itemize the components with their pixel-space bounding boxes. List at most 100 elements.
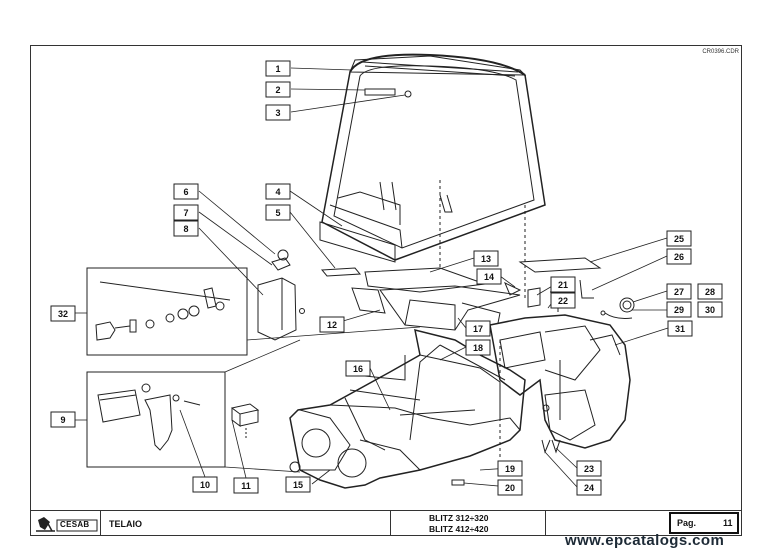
callout-8: 8 (173, 220, 199, 237)
detail-box-32 (86, 267, 248, 356)
callout-box (697, 301, 723, 318)
callout-11: 11 (233, 477, 259, 494)
callout-box (50, 305, 76, 322)
callout-number: 19 (505, 464, 515, 474)
callout-number: 10 (200, 480, 210, 490)
callout-box (666, 283, 692, 300)
callout-19: 19 (497, 460, 523, 477)
callout-number: 29 (674, 305, 684, 315)
callout-18: 18 (465, 339, 491, 356)
frame-line-art (230, 53, 635, 489)
page-number-box: Pag. 11 (669, 512, 739, 534)
callout-box (50, 411, 76, 428)
detail-box-9 (86, 371, 226, 468)
callout-23: 23 (576, 460, 602, 477)
callout-box (473, 250, 499, 267)
callout-29: 29 (666, 301, 692, 318)
callout-12: 12 (319, 316, 345, 333)
callout-box (667, 320, 693, 337)
callout-number: 23 (584, 464, 594, 474)
callout-31: 31 (667, 320, 693, 337)
callout-5: 5 (265, 204, 291, 221)
brand-name: CESAB (60, 520, 90, 529)
callout-box (465, 339, 491, 356)
callout-box (173, 183, 199, 200)
callout-box (265, 104, 291, 121)
callout-number: 21 (558, 280, 568, 290)
callout-25: 25 (666, 230, 692, 247)
callout-30: 30 (697, 301, 723, 318)
callout-number: 4 (275, 187, 280, 197)
callout-32: 32 (50, 305, 76, 322)
callout-number: 9 (60, 415, 65, 425)
callout-number: 2 (275, 85, 280, 95)
callout-6: 6 (173, 183, 199, 200)
drawing-frame (30, 45, 742, 511)
callout-17: 17 (465, 320, 491, 337)
callout-number: 3 (275, 108, 280, 118)
callout-number: 22 (558, 296, 568, 306)
callout-number: 11 (241, 481, 251, 491)
callout-number: 20 (505, 483, 515, 493)
callout-number: 17 (473, 324, 483, 334)
title-block: CESAB TELAIO BLITZ 312÷320 BLITZ 412÷420 (30, 511, 742, 536)
callout-box (265, 183, 291, 200)
model-line-1: BLITZ 312÷320 (429, 513, 489, 523)
callout-number: 24 (584, 483, 594, 493)
callout-number: 28 (705, 287, 715, 297)
callout-26: 26 (666, 248, 692, 265)
callout-number: 30 (705, 305, 715, 315)
callout-box (666, 301, 692, 318)
callout-16: 16 (345, 360, 371, 377)
cesab-logo (36, 517, 98, 532)
callout-1: 1 (265, 60, 291, 77)
callout-box (233, 477, 259, 494)
callout-22: 22 (550, 292, 576, 309)
callout-number: 15 (293, 480, 303, 490)
callout-number: 6 (183, 187, 188, 197)
callout-number: 8 (183, 224, 188, 234)
callout-number: 14 (484, 272, 494, 282)
callout-box (465, 320, 491, 337)
callout-28: 28 (697, 283, 723, 300)
callout-2: 2 (265, 81, 291, 98)
watermark-text: www.epcatalogs.com (565, 532, 725, 549)
callout-10: 10 (192, 476, 218, 493)
callout-number: 13 (481, 254, 491, 264)
callout-box (173, 204, 199, 221)
callout-20: 20 (497, 479, 523, 496)
page-number: 11 (723, 518, 733, 528)
callout-box (666, 248, 692, 265)
callout-9: 9 (50, 411, 76, 428)
callout-box (265, 204, 291, 221)
callout-27: 27 (666, 283, 692, 300)
callout-box (476, 268, 502, 285)
callout-box (265, 60, 291, 77)
callout-14: 14 (476, 268, 502, 285)
callout-box (265, 81, 291, 98)
callout-box (550, 276, 576, 293)
leader-lines (75, 67, 669, 488)
callout-box (192, 476, 218, 493)
callout-box (497, 479, 523, 496)
callout-number: 18 (473, 343, 483, 353)
page-label: Pag. (677, 518, 697, 528)
callout-box (345, 360, 371, 377)
callout-box (666, 230, 692, 247)
callout-number: 12 (327, 320, 337, 330)
callout-7: 7 (173, 204, 199, 221)
callout-number: 31 (675, 324, 685, 334)
callout-24: 24 (576, 479, 602, 496)
drawing-code: CR0396.CDR (702, 49, 739, 55)
callout-box (285, 476, 311, 493)
callout-number: 25 (674, 234, 684, 244)
detail-boxes (86, 267, 421, 473)
callout-box (550, 292, 576, 309)
callout-box (576, 460, 602, 477)
callout-box (576, 479, 602, 496)
section-title: TELAIO (109, 519, 142, 529)
callout-number: 16 (353, 364, 363, 374)
callout-number: 5 (275, 208, 280, 218)
section-title-cell: TELAIO (101, 511, 391, 535)
